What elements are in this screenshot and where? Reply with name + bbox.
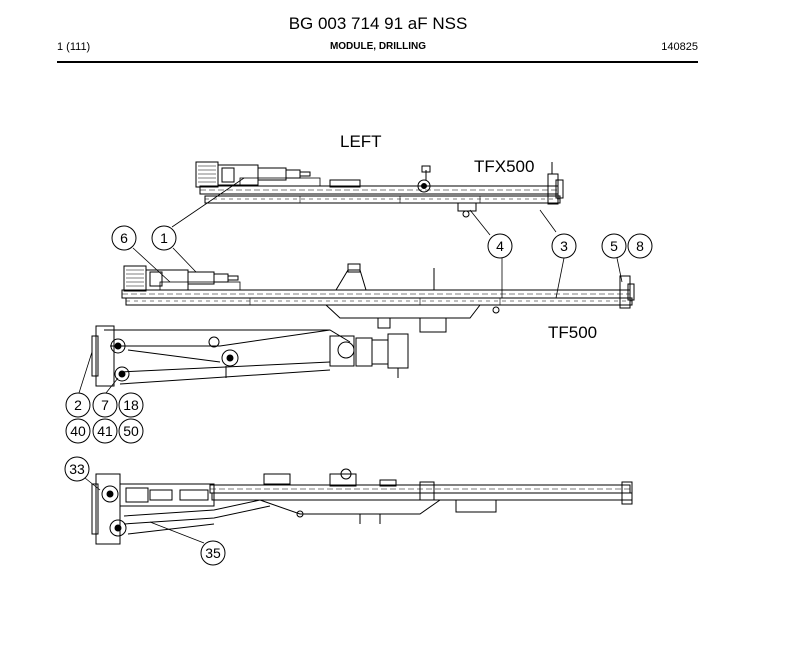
callout-2: 2 [65,392,91,418]
feed-tf500-drawing [91,263,635,387]
callout-5: 5 [601,233,627,259]
feed-tfx500-drawing [195,161,564,218]
section-title: MODULE, DRILLING [329,41,427,52]
callout-40: 40 [65,418,91,444]
svg-text:40: 40 [70,423,86,439]
callout-35: 35 [200,540,226,566]
callout-4: 4 [487,233,513,259]
callout-33: 33 [64,456,90,482]
callout-41: 41 [92,418,118,444]
svg-text:41: 41 [97,423,113,439]
svg-text:5: 5 [610,238,618,254]
svg-text:6: 6 [120,230,128,246]
leader-lines [78,177,623,544]
callouts: 6 1 4 3 5 8 2 7 [64,225,653,566]
callout-50: 50 [118,418,144,444]
callout-8: 8 [627,233,653,259]
svg-text:18: 18 [123,397,139,413]
callout-6: 6 [111,225,137,251]
svg-text:8: 8 [636,238,644,254]
label-tf500: TF500 [548,323,597,342]
callout-1: 1 [151,225,177,251]
svg-text:1: 1 [160,230,168,246]
document-header: BG 003 714 91 aF NSS 1 (111) MODULE, DRI… [0,0,794,70]
svg-text:7: 7 [101,397,109,413]
callout-3: 3 [551,233,577,259]
svg-text:50: 50 [123,423,139,439]
svg-text:4: 4 [496,238,504,254]
svg-text:3: 3 [560,238,568,254]
label-tfx500: TFX500 [474,157,534,176]
page-number: 1 (111) [57,41,91,53]
svg-text:33: 33 [69,461,85,477]
header-rule [57,61,698,63]
callout-7: 7 [92,392,118,418]
label-left: LEFT [340,132,382,151]
document-code: 140825 [661,41,698,53]
svg-text:35: 35 [205,545,221,561]
svg-text:2: 2 [74,397,82,413]
callout-18: 18 [118,392,144,418]
feed-lower-view-drawing [91,468,633,545]
document-title: BG 003 714 91 aF NSS [288,14,468,33]
